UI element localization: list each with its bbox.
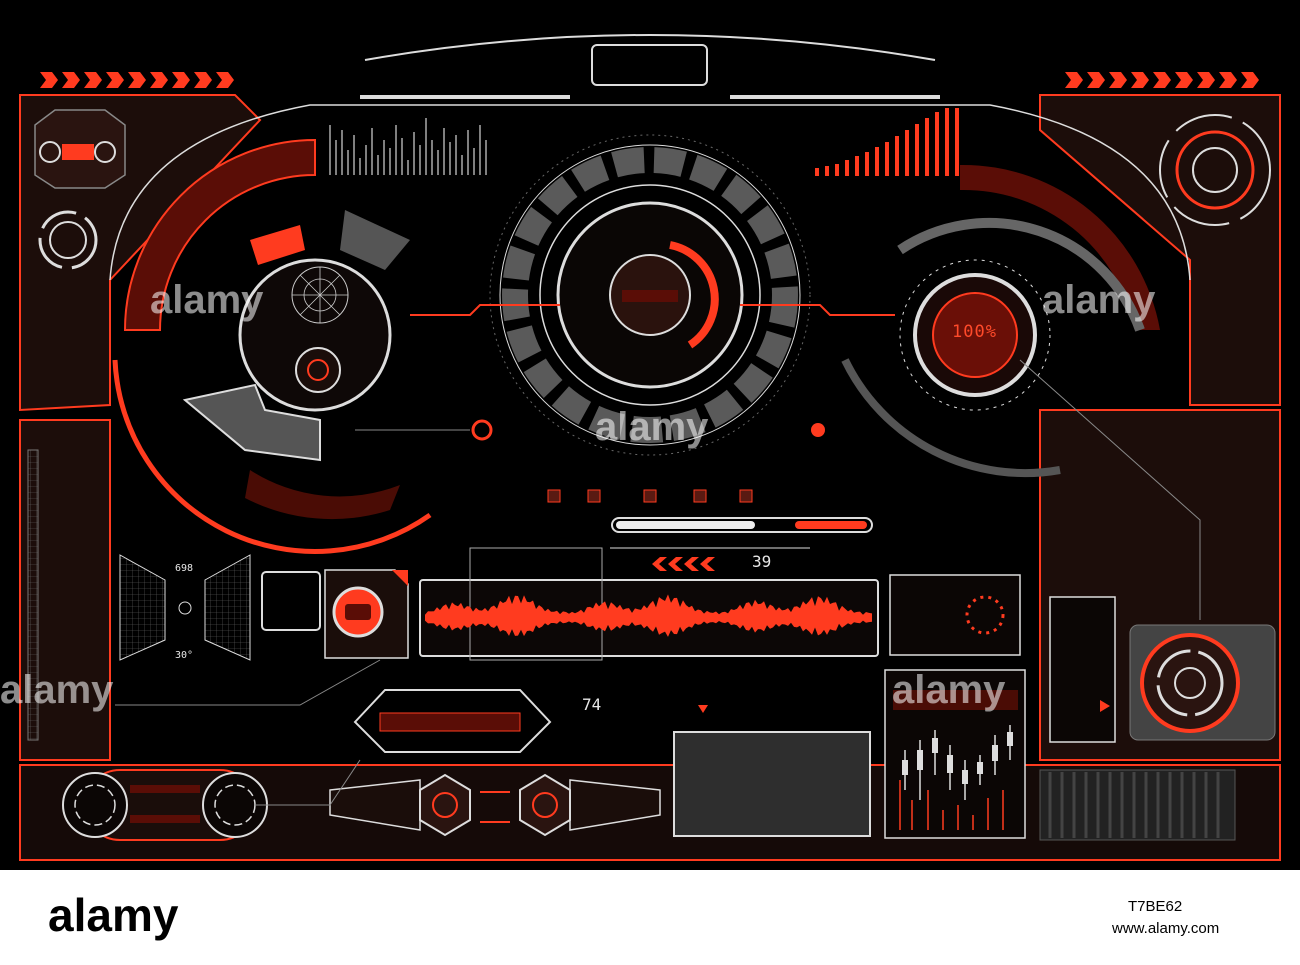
chevron-arrows-right-icon: [1065, 72, 1259, 88]
left-radar-gauge: [112, 138, 432, 554]
candle-chart-panel: [884, 669, 1026, 839]
watermark-footer: [0, 870, 1300, 965]
watermark-2: alamy: [1042, 278, 1156, 322]
right-side-panel: [1039, 94, 1281, 761]
display-screen: [673, 731, 871, 837]
radar-angle: 30°: [175, 650, 194, 661]
record-icon: [345, 604, 371, 620]
grid-radar-widget: [119, 554, 251, 661]
striped-panel: [1039, 769, 1236, 841]
waveform-panel: [419, 547, 879, 661]
diamond-connector: [353, 689, 552, 753]
brand-logo: alamy: [48, 889, 179, 941]
dual-dial-widget: [62, 769, 268, 841]
signal-strength-bars: [815, 108, 959, 176]
right-percent-gauge: [841, 164, 1160, 478]
watermark-5: alamy: [892, 668, 1006, 712]
percent-readout: 100%: [952, 322, 997, 342]
watermark-4: alamy: [0, 668, 114, 712]
watermark-1: alamy: [150, 278, 264, 322]
progress-bar: [611, 517, 873, 533]
source-url: www.alamy.com: [1112, 920, 1220, 937]
top-frame: [109, 34, 1191, 281]
connector-lines: [115, 359, 1201, 806]
equalizer-chart: [329, 118, 487, 175]
counter-top: 39: [752, 552, 772, 571]
hex-bolt-widgets: [329, 773, 661, 837]
marker-icon: [698, 705, 708, 713]
chevron-arrows-left-icon: [40, 72, 234, 88]
small-chevrons-icon: [652, 557, 715, 571]
radar-distance: 698: [175, 563, 194, 574]
dotted-ring-panel: [889, 574, 1021, 656]
image-id: T7BE62: [1128, 898, 1183, 915]
watermark-3: alamy: [595, 405, 709, 449]
counter-bottom: 74: [582, 695, 602, 714]
central-gauge: [410, 134, 895, 503]
